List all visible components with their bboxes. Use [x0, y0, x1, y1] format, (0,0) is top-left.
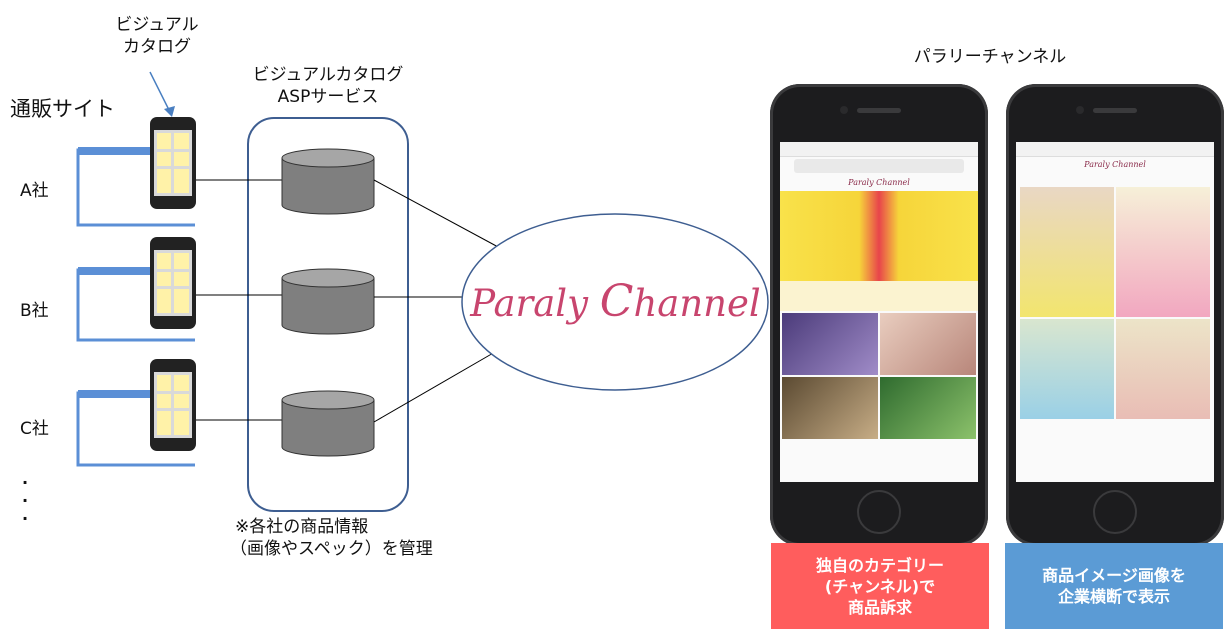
- asp-service-container: [247, 117, 409, 512]
- logo-part-c: C: [599, 276, 634, 327]
- asp-note-line-1: ※各社の商品情報: [235, 517, 369, 537]
- badge-right-line-2: 企業横断で表示: [1057, 587, 1170, 606]
- asp-note: ※各社の商品情報 （画像やスペック）を管理: [230, 516, 433, 560]
- phone-mockup-channels: Paraly Channel: [770, 84, 988, 546]
- asp-service-line-1: ビジュアルカタログ: [252, 65, 404, 85]
- badge-cross-company-images: 商品イメージ画像を 企業横断で表示: [1005, 543, 1223, 629]
- link-db-a-hub: [373, 179, 501, 249]
- visual-catalog-label: ビジュアル カタログ: [102, 14, 212, 58]
- database-b: [281, 268, 375, 335]
- logo-part-paraly: Paraly: [470, 282, 600, 325]
- asp-note-line-2: （画像やスペック）を管理: [230, 539, 433, 559]
- image-tile-3[interactable]: [1020, 319, 1114, 419]
- company-b-label: B社: [20, 301, 49, 321]
- channel-tile-2[interactable]: [880, 313, 976, 375]
- url-bar: [794, 159, 964, 173]
- catalog-arrow: [149, 71, 175, 117]
- phone-camera: [840, 106, 848, 114]
- dot-3: .: [22, 505, 29, 524]
- site-window-c: [76, 390, 195, 467]
- logo-part-hannel: hannel: [633, 282, 761, 325]
- phone-home-button[interactable]: [857, 490, 901, 534]
- phone-camera: [1076, 106, 1084, 114]
- catalog-phone-a: [150, 117, 196, 209]
- more-companies-dots: . . .: [22, 470, 28, 524]
- paraly-channel-hub: [461, 213, 769, 391]
- phone-home-button[interactable]: [1093, 490, 1137, 534]
- phone-speaker: [1093, 108, 1137, 113]
- image-tile-4[interactable]: [1116, 319, 1210, 419]
- hero-banner: [780, 191, 978, 281]
- hero-caption: [780, 281, 978, 311]
- image-tile-2[interactable]: [1116, 187, 1210, 317]
- phone-mockup-images: Paraly Channel: [1006, 84, 1224, 546]
- phone-screen-images: Paraly Channel: [1016, 142, 1214, 482]
- catalog-phone-c: [150, 359, 196, 451]
- site-window-a: [76, 147, 195, 227]
- company-a-label: A社: [20, 181, 49, 201]
- channel-tile-3[interactable]: [782, 377, 878, 439]
- badge-left-line-2: (チャンネル)で: [824, 576, 936, 596]
- badge-right-line-1: 商品イメージ画像を: [1042, 566, 1186, 585]
- channel-tile-4[interactable]: [880, 377, 976, 439]
- image-grid: [1016, 183, 1214, 423]
- channel-tile-1[interactable]: [782, 313, 878, 375]
- site-window-b: [76, 267, 195, 342]
- asp-service-line-2: ASPサービス: [277, 87, 379, 107]
- image-tile-1[interactable]: [1020, 187, 1114, 317]
- channel-grid: [780, 311, 978, 441]
- status-bar: [780, 142, 978, 157]
- screen-logo: Paraly Channel: [848, 178, 910, 187]
- company-c-label: C社: [20, 419, 49, 439]
- database-c: [281, 390, 375, 457]
- screen-logo: Paraly Channel: [1084, 160, 1146, 169]
- ec-sites-label: 通販サイト: [10, 97, 115, 121]
- status-bar: [1016, 142, 1214, 157]
- visual-catalog-line-2: カタログ: [123, 37, 191, 57]
- asp-service-label: ビジュアルカタログ ASPサービス: [248, 64, 408, 108]
- badge-original-categories: 独自のカテゴリー (チャンネル)で 商品訴求: [771, 543, 989, 629]
- paraly-channel-logo: Paraly Channel: [468, 280, 763, 326]
- link-db-c-hub: [373, 351, 496, 423]
- dot-2: .: [22, 487, 29, 506]
- phone-screen-channels: Paraly Channel: [780, 142, 978, 482]
- database-a: [281, 148, 375, 215]
- screen-subheader: [1016, 173, 1214, 183]
- badge-left-line-3: 商品訴求: [847, 597, 912, 617]
- catalog-phone-b: [150, 237, 196, 329]
- paraly-channel-jp-title: パラリーチャンネル: [913, 47, 1067, 67]
- badge-left-line-1: 独自のカテゴリー: [815, 555, 944, 575]
- dot-1: .: [22, 469, 29, 488]
- phone-speaker: [857, 108, 901, 113]
- visual-catalog-line-1: ビジュアル: [115, 15, 199, 35]
